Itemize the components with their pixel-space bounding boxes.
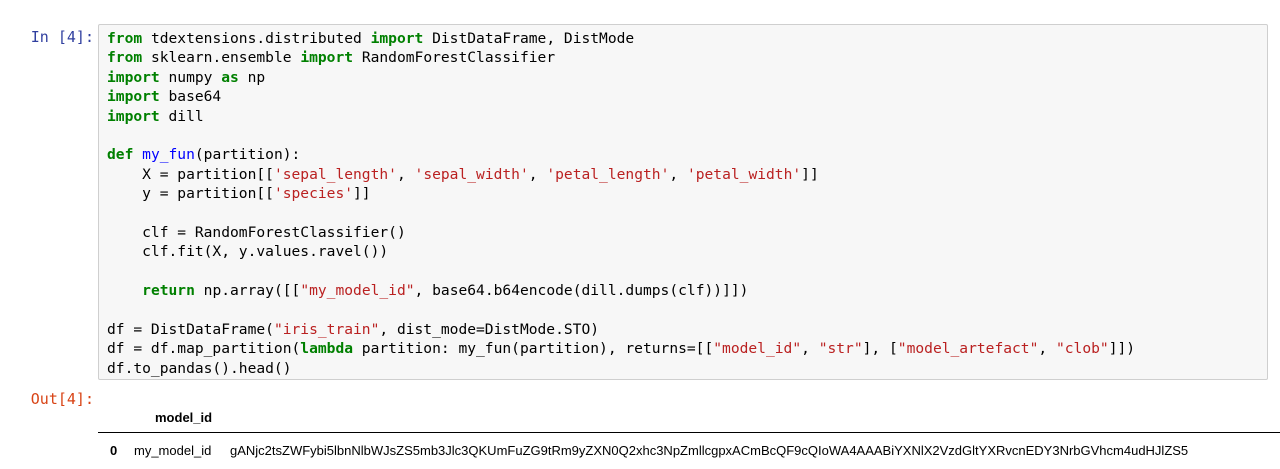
code-line: clf.fit(X, y.values.ravel()) xyxy=(107,242,388,261)
code-string: "iris_train" xyxy=(273,321,380,338)
code-line: df = df.map_partition(lambda partition: … xyxy=(107,339,1135,358)
code-keyword: as xyxy=(221,68,239,86)
code-text: dill xyxy=(159,107,204,125)
code-text: , base64.b64encode(dill.dumps(clf))]]) xyxy=(414,282,749,300)
code-keyword: import xyxy=(107,107,160,125)
code-line: clf = RandomForestClassifier() xyxy=(107,223,406,242)
code-line: df.to_pandas().head() xyxy=(107,359,292,378)
output-prompt: Out[4]: xyxy=(30,390,94,408)
code-string: "model_id" xyxy=(713,340,802,358)
cell-model-id: my_model_id xyxy=(134,443,212,458)
code-string: 'petal_width' xyxy=(686,165,802,183)
column-header-model-id: model_id xyxy=(155,410,213,425)
table-header-divider xyxy=(98,432,1280,433)
code-keyword: from xyxy=(107,49,143,67)
code-line: from sklearn.ensemble import RandomFores… xyxy=(107,48,555,67)
code-line: import dill xyxy=(107,107,204,126)
code-text: clf.fit(X, y.values.ravel()) xyxy=(107,243,389,261)
code-string: 'sepal_width' xyxy=(414,165,529,183)
code-keyword: import xyxy=(370,30,424,47)
code-text: partition: my_fun(partition), returns=[[ xyxy=(353,340,714,358)
code-keyword: from xyxy=(107,30,143,47)
code-text: , dist_mode=DistMode.STO) xyxy=(379,321,600,338)
code-text: clf = RandomForestClassifier() xyxy=(107,224,406,241)
code-text: , xyxy=(528,165,547,183)
code-text: base64 xyxy=(159,88,222,106)
output-dataframe-table: model_id 0 my_model_id gANjc2tsZWFybi5lb… xyxy=(98,400,1280,469)
code-text: X = partition[[ xyxy=(107,165,274,183)
input-prompt: In [4]: xyxy=(30,28,94,46)
code-keyword: return xyxy=(142,282,195,300)
code-text: , xyxy=(669,165,687,183)
code-string: 'species' xyxy=(273,185,354,203)
row-index: 0 xyxy=(110,443,118,458)
code-text: , xyxy=(396,165,415,183)
code-text: numpy xyxy=(159,68,222,86)
code-line: df = DistDataFrame("iris_train", dist_mo… xyxy=(107,320,599,339)
code-string: "clob" xyxy=(1055,340,1109,358)
code-text: , xyxy=(1038,340,1056,358)
code-line: X = partition[['sepal_length', 'sepal_wi… xyxy=(107,165,819,184)
cell-model-artefact: gANjc2tsZWFybi5lbnNlbWJsZS5mb3Jlc3QKUmFu… xyxy=(230,443,1189,458)
code-text: DistDataFrame, DistMode xyxy=(423,30,635,47)
code-keyword: import xyxy=(107,88,160,106)
code-function-name: my_fun xyxy=(142,146,195,164)
code-line: y = partition[['species']] xyxy=(107,184,371,203)
code-line: def my_fun(partition): xyxy=(107,145,300,164)
code-text xyxy=(133,146,142,163)
code-text: ]]) xyxy=(1108,340,1136,358)
code-keyword: lambda xyxy=(300,340,354,358)
code-line: from tdextensions.distributed import Dis… xyxy=(107,29,634,48)
code-text: (partition): xyxy=(194,146,301,164)
code-text: tdextensions.distributed xyxy=(142,30,371,47)
code-text: ]] xyxy=(801,165,819,183)
code-text: df = df.map_partition( xyxy=(107,340,301,358)
code-text xyxy=(107,282,142,299)
code-line: return np.array([["my_model_id", base64.… xyxy=(107,281,748,300)
code-text: df = DistDataFrame( xyxy=(107,321,274,338)
code-line: import base64 xyxy=(107,87,221,106)
code-string: "str" xyxy=(818,340,863,358)
code-keyword: def xyxy=(107,146,134,164)
code-text: , xyxy=(801,340,819,358)
code-string: "my_model_id" xyxy=(300,282,415,300)
code-cell-editor[interactable]: from tdextensions.distributed import Dis… xyxy=(98,24,1268,380)
code-string: "model_artefact" xyxy=(897,340,1039,358)
code-line: import numpy as np xyxy=(107,68,265,87)
code-text: sklearn.ensemble xyxy=(142,49,301,67)
code-keyword: import xyxy=(107,68,160,86)
code-text: RandomForestClassifier xyxy=(353,49,556,67)
code-string: 'petal_length' xyxy=(546,165,670,183)
code-text: np xyxy=(238,68,266,86)
code-text: df.to_pandas().head() xyxy=(107,359,292,377)
code-string: 'sepal_length' xyxy=(273,165,397,183)
code-text: ]] xyxy=(353,185,371,203)
code-text: np.array([[ xyxy=(194,282,301,300)
code-text: ], [ xyxy=(862,340,898,358)
code-text: y = partition[[ xyxy=(107,185,274,203)
code-keyword: import xyxy=(300,49,354,67)
